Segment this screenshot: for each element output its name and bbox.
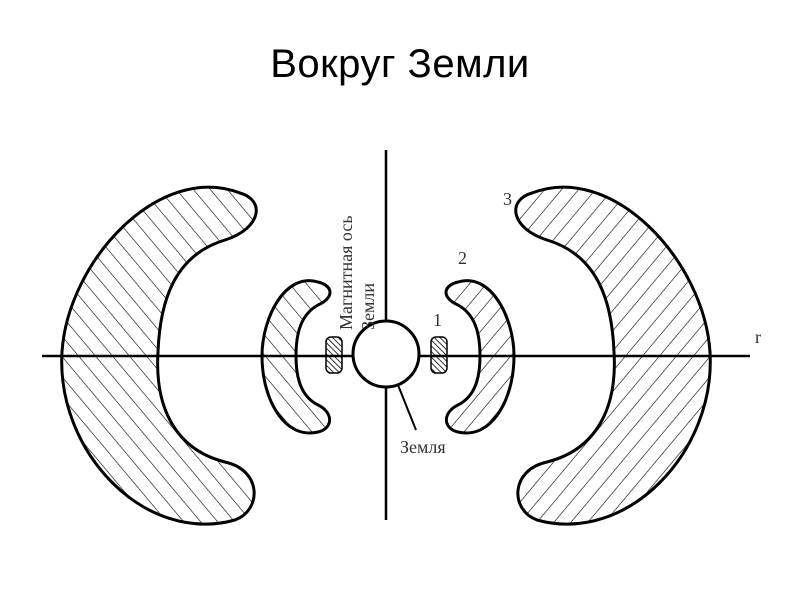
- slide-title: Вокруг Земли: [270, 42, 530, 86]
- earth-label: Земля: [400, 437, 446, 457]
- magnetic-axis-label-line1: Магнитная ось: [336, 215, 356, 330]
- axis-label-r: r: [755, 327, 761, 347]
- earth-circle: [351, 319, 421, 389]
- zone-label-2: 2: [458, 248, 467, 268]
- zone-label-1: 1: [433, 310, 442, 330]
- earth-leader-line: [397, 384, 417, 431]
- outer-belt-right: [514, 185, 712, 526]
- outer-belt-left: [60, 185, 258, 526]
- magnetic-axis-label-line2: Земли: [358, 283, 378, 330]
- zone-label-3: 3: [503, 189, 512, 209]
